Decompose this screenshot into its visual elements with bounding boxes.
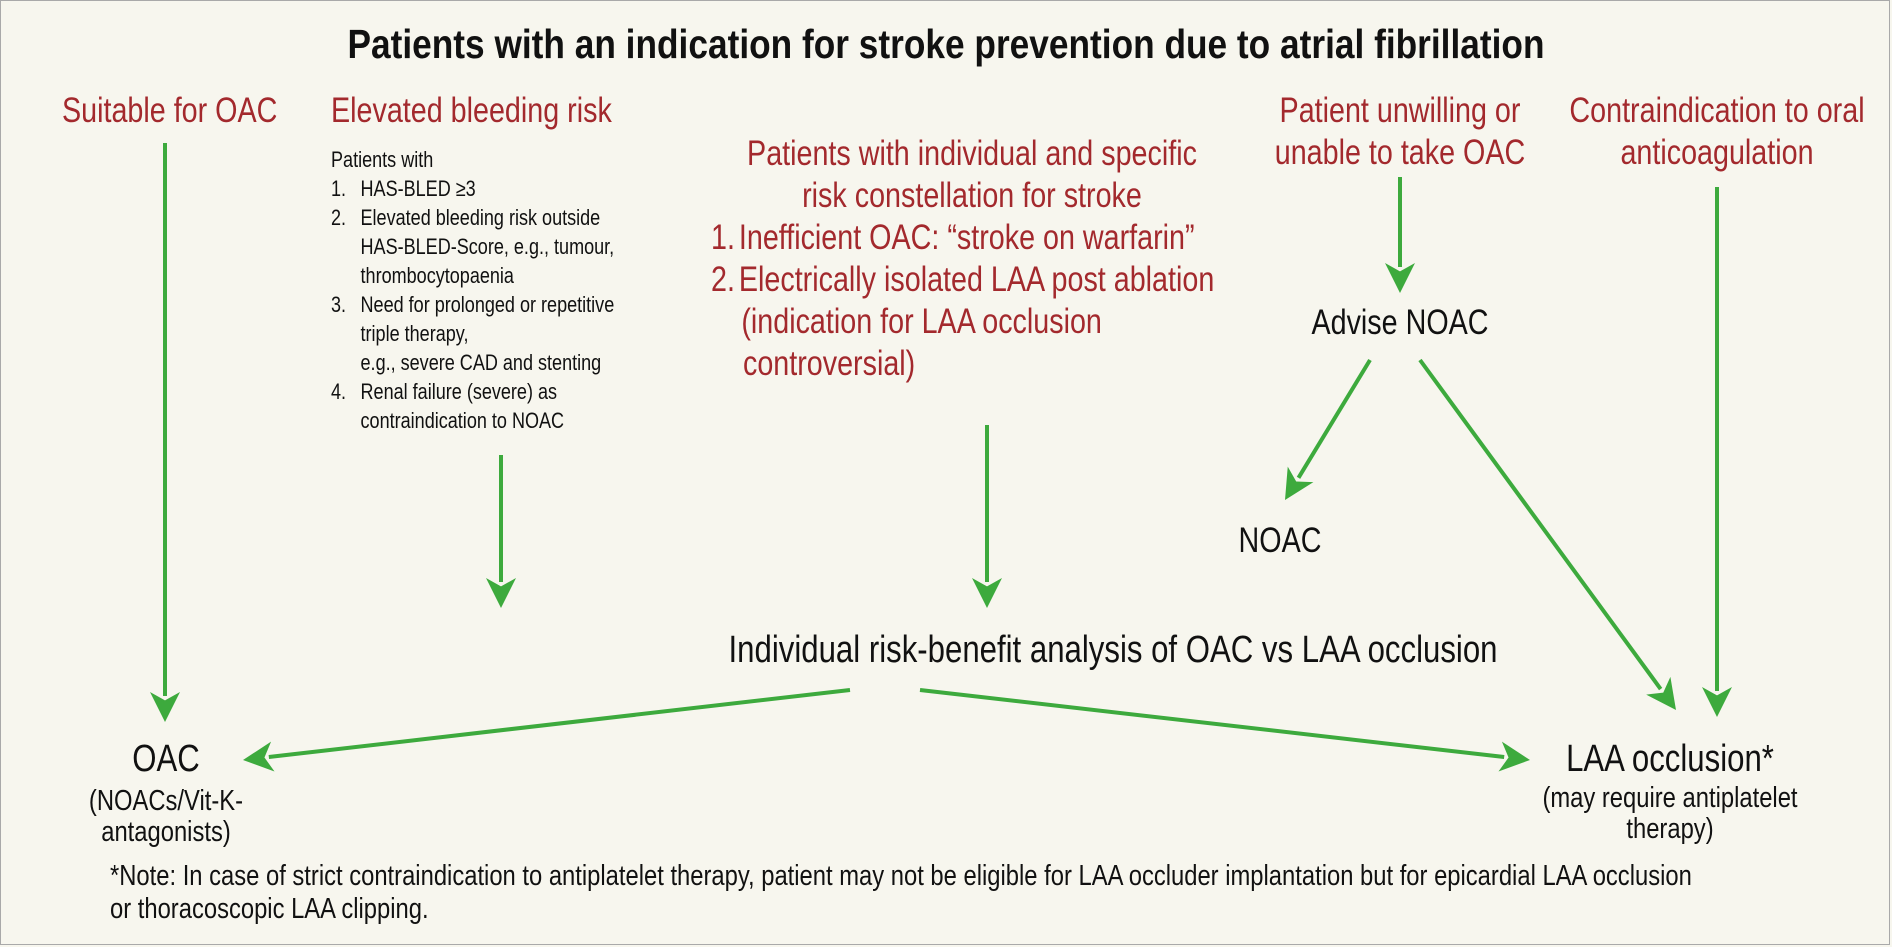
- bleeding-item-3-cont: e.g., severe CAD and stenting: [360, 350, 602, 375]
- arrow-analysis-to-oac-head: [243, 741, 275, 772]
- bleeding-item-3-cont: triple therapy,: [360, 321, 469, 346]
- specific-risk-item-2-note: controversial): [742, 344, 916, 383]
- specific-risk-header: Patients with individual and specific ri…: [747, 134, 1197, 215]
- specific-risk-item-2-note: (indication for LAA occlusion: [741, 302, 1102, 341]
- bleeding-item-4-cont: contraindication to NOAC: [360, 408, 565, 433]
- bleeding-item-1: 1.HAS-BLED ≥3: [331, 176, 476, 201]
- oac-outcome-subtitle: (NOACs/Vit-K- antagonists): [88, 785, 244, 848]
- bleeding-item-2: 2.Elevated bleeding risk outside: [331, 205, 601, 230]
- arrow-bleeding-to-analysis-head: [486, 578, 516, 608]
- bleeding-risk-list: 1.HAS-BLED ≥3 2.Elevated bleeding risk o…: [331, 174, 626, 435]
- specific-risk-item-1: 1.Inefficient OAC: “stroke on warfarin”: [711, 218, 1195, 257]
- laa-occlusion-outcome-node: LAA occlusion*: [1566, 738, 1774, 780]
- advise-noac-node: Advise NOAC: [1311, 303, 1489, 342]
- laa-occlusion-outcome-subtitle: (may require antiplatelet therapy): [1542, 782, 1798, 845]
- oac-outcome-node: OAC: [132, 738, 200, 780]
- arrow-advise-to-laa-line: [1418, 358, 1663, 691]
- arrow-advise-to-laa-head: [1646, 676, 1676, 710]
- arrow-unwilling-to-advise-head: [1385, 263, 1415, 293]
- diagram-title: Patients with an indication for stroke p…: [347, 21, 1545, 67]
- suitable-for-oac-label: Suitable for OAC: [62, 91, 278, 130]
- bleeding-item-4: 4.Renal failure (severe) as: [331, 379, 558, 404]
- arrow-contraindication-to-laa-head: [1702, 687, 1732, 717]
- arrow-specific-to-analysis-head: [972, 578, 1002, 608]
- risk-benefit-analysis-node: Individual risk-benefit analysis of OAC …: [728, 629, 1498, 671]
- bleeding-item-3: 3.Need for prolonged or repetitive: [331, 292, 615, 317]
- bleeding-risk-label: Elevated bleeding risk: [331, 91, 612, 130]
- specific-risk-item-2: 2.Electrically isolated LAA post ablatio…: [711, 260, 1215, 299]
- arrow-analysis-to-laa-line: [919, 688, 1505, 760]
- specific-risk-list: 1.Inefficient OAC: “stroke on warfarin” …: [711, 217, 1214, 385]
- arrow-advise-to-noac-head: [1285, 466, 1314, 500]
- noac-node: NOAC: [1238, 521, 1322, 560]
- bleeding-item-2-cont: HAS-BLED-Score, e.g., tumour,: [360, 234, 615, 259]
- footnote: *Note: In case of strict contraindicatio…: [110, 860, 1692, 925]
- contraindication-label: Contraindication to oral anticoagulation: [1569, 91, 1865, 172]
- arrow-suitable-to-oac-head: [150, 692, 180, 722]
- bleeding-item-2-cont: thrombocytopaenia: [360, 263, 514, 288]
- bleeding-risk-intro: Patients with: [331, 147, 434, 172]
- arrow-advise-to-noac-line: [1296, 358, 1372, 479]
- arrow-analysis-to-oac-line: [268, 688, 851, 760]
- unwilling-label: Patient unwilling or unable to take OAC: [1274, 91, 1526, 172]
- arrow-analysis-to-laa-head: [1498, 741, 1530, 772]
